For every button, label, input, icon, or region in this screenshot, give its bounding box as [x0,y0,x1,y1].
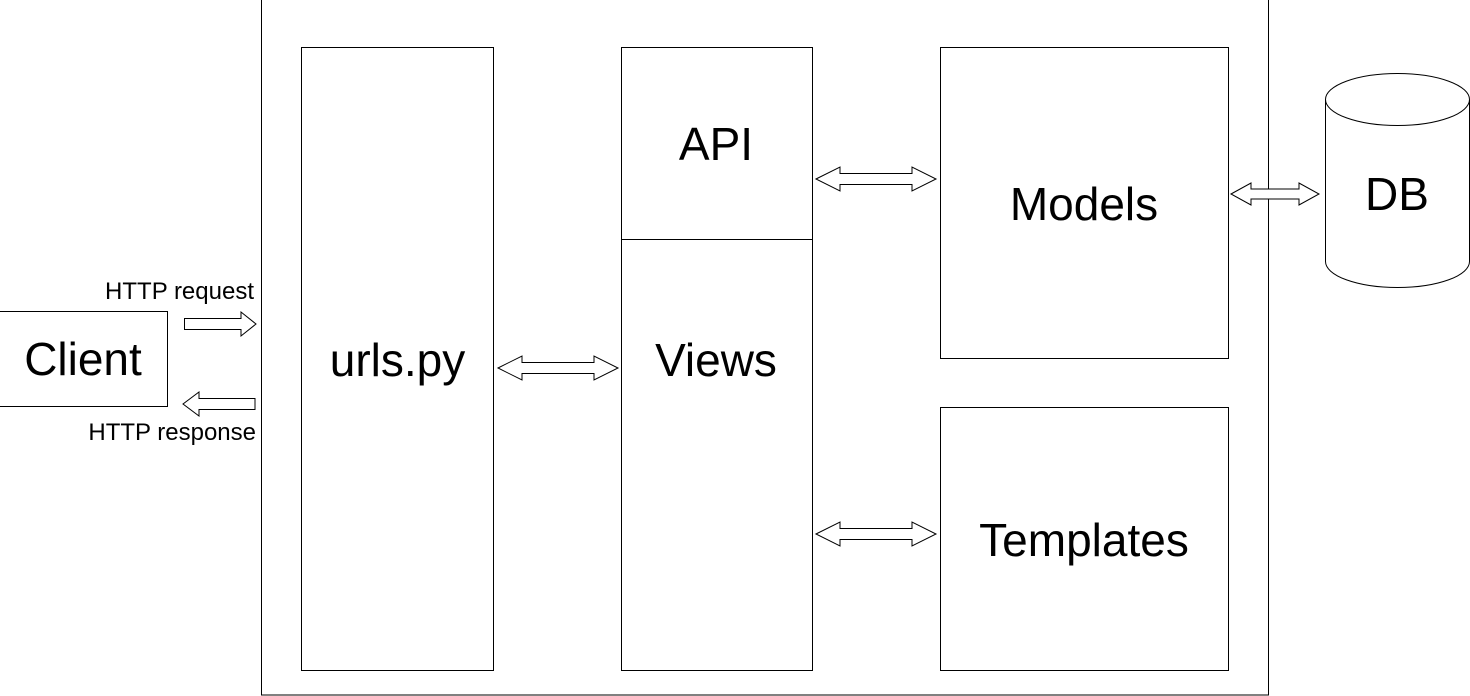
http-response-arrow [182,391,256,417]
templates-label: Templates [979,514,1189,566]
urls-node: urls.py [301,47,494,671]
views-column: API Views [621,47,813,671]
views-templates-arrow [814,521,938,547]
db-cylinder-body [1325,99,1470,288]
api-models-arrow [814,166,938,192]
templates-box [940,407,1229,671]
views-label: Views [655,334,777,386]
models-label: Models [1010,178,1158,230]
api-label: API [679,118,753,170]
models-node: Models [940,47,1229,359]
http-request-arrow [184,310,257,338]
db-label: DB [1365,168,1429,220]
client-node: Client [0,311,168,407]
client-label: Client [24,333,142,385]
http-request-label: HTTP request [105,278,254,305]
client-box [0,311,168,407]
templates-node: Templates [940,407,1229,671]
views-column-box [621,47,813,671]
http-response-label: HTTP response [88,419,256,446]
models-box [940,47,1229,359]
urls-views-arrow [496,355,620,381]
urls-label: urls.py [330,334,465,386]
models-db-arrow [1229,182,1321,206]
db-node: DB [1325,73,1470,288]
urls-box [301,47,494,671]
db-cylinder-top [1325,73,1470,126]
